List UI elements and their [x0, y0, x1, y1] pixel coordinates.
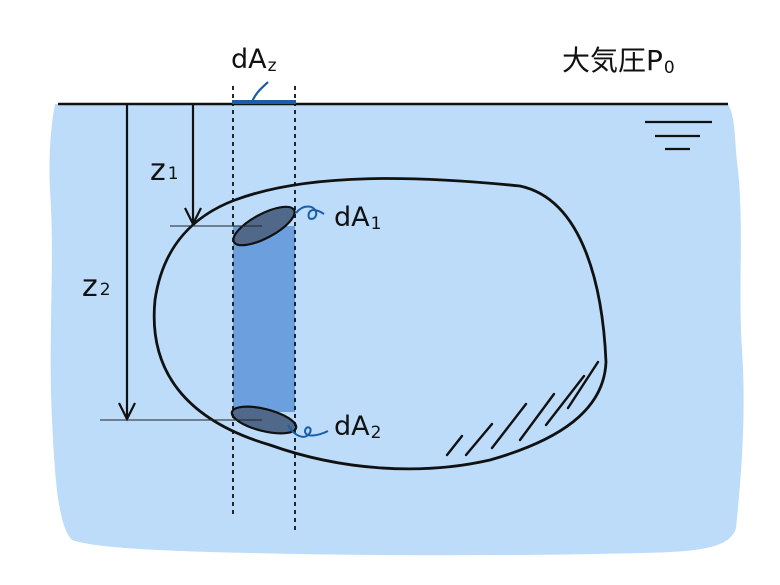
surface-area-leader: [250, 81, 269, 103]
water-body: [49, 104, 744, 556]
area1-leader: [295, 205, 325, 220]
submerged-body: [152, 177, 608, 471]
column: [233, 226, 295, 412]
area2-label: dA2: [334, 411, 381, 443]
pressure-label: 大気圧P0: [562, 44, 675, 78]
depth1-arrowhead: [184, 207, 202, 227]
area1-label: dA1: [334, 202, 381, 234]
depth2-arrowhead: [118, 402, 136, 422]
strip-area-label: dAz: [231, 44, 277, 76]
shading-hatch: [445, 360, 600, 457]
water-level-symbol: [645, 120, 712, 151]
area2-leader: [287, 424, 329, 438]
bottom-cap: [230, 405, 298, 435]
top-cap: [232, 205, 296, 247]
